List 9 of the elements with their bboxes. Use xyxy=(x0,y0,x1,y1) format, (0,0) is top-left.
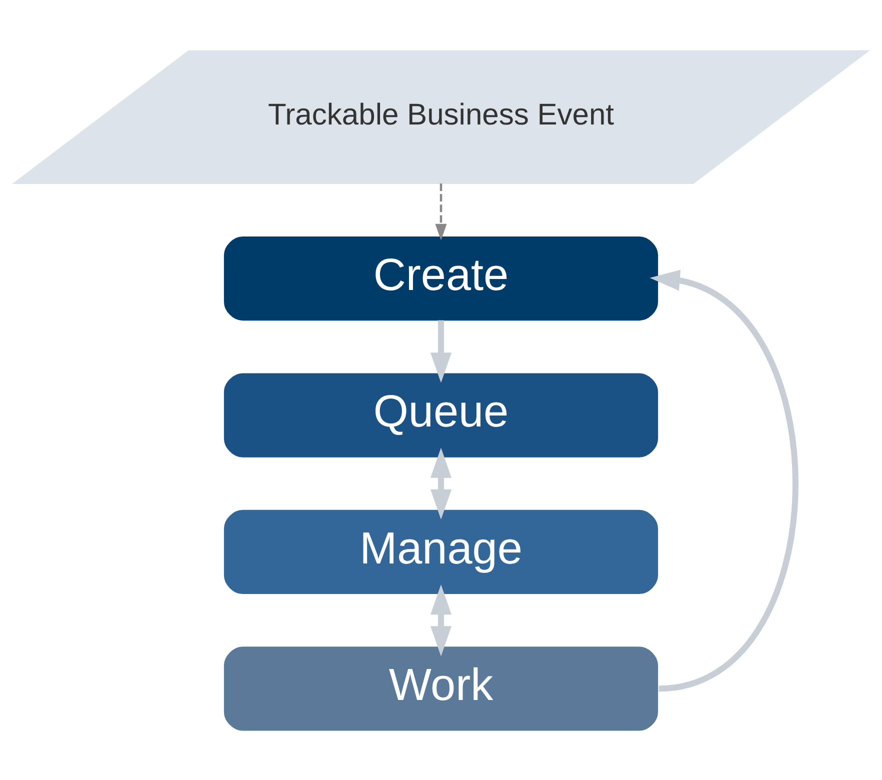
arrow xyxy=(430,320,452,382)
node-box: Create xyxy=(224,236,658,320)
node-box: Queue xyxy=(224,372,658,457)
arrow xyxy=(430,447,452,519)
arrow xyxy=(650,269,798,692)
arrow xyxy=(435,183,447,240)
node-box: Manage xyxy=(224,509,658,594)
arrow xyxy=(430,584,452,656)
node-box: Work xyxy=(224,646,658,730)
